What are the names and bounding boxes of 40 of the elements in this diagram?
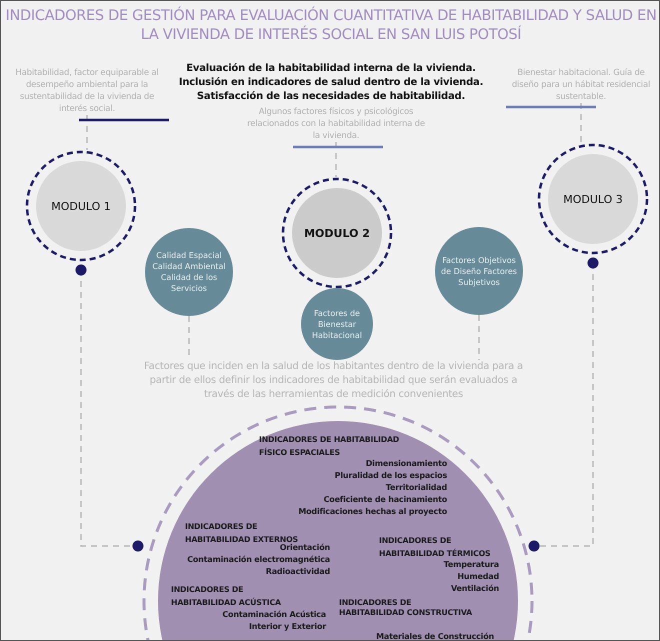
factor-text: Factores Objetivos de Diseño Factores Subjetivos <box>440 254 518 288</box>
statement-text: Evaluación de la habitabilidad interna de la vivienda. <box>185 63 477 74</box>
dotted-connector <box>76 264 144 552</box>
module-circle <box>25 150 137 262</box>
annotation-text: Factores que inciden en la salud de los habitantes dentro de la vivienda para a partir de ellos definir los indicadores de habitabilidad que serán evaluados a través de las herramientas de medición convenientes <box>141 360 526 402</box>
indicator-item: Interior y Exterior <box>248 621 326 632</box>
module-label: MODULO 2 <box>304 226 370 240</box>
factor-text: Calidad Espacial Calidad Ambiental Calidad de los Servicios <box>151 250 227 294</box>
factor-circle <box>145 228 233 316</box>
annotation-text: Algunos factores físicos y psicológicos relacionados con la habitabilidad interna de la vivienda. <box>246 106 426 142</box>
dotted-connector <box>528 258 598 552</box>
module-circle <box>537 143 649 255</box>
indicator-item: Pluralidad de los espacios <box>334 470 447 481</box>
connector-line <box>335 142 337 177</box>
indicator-item: Materiales de Construcción <box>376 631 494 640</box>
module-circle <box>281 177 393 289</box>
title: INDICADORES DE GESTIÓN PARA EVALUACIÓN CUANTITATIVA DE HABITABILIDAD Y SALUD EN LA VIVIENDA DE INTERÉS SOCIAL EN SAN LUIS POTOSÍ <box>5 7 657 45</box>
indicator-item: Modificaciones hechas al proyecto <box>298 506 447 517</box>
indicator-item: Contaminación Acústica <box>222 609 326 620</box>
indicator-item: Dimensionamiento <box>366 458 447 469</box>
indicator-item: Orientación <box>280 542 330 553</box>
module-label: MODULO 3 <box>563 192 623 206</box>
statement-text: Satisfacción de las necesidades de habitabilidad. <box>196 91 466 102</box>
factor-circle <box>301 288 373 360</box>
factor-circle <box>435 227 523 315</box>
factor-text: Factores de Bienestar Habitacional <box>311 308 363 340</box>
connector-line <box>478 315 480 360</box>
indicator-item: Coeficiente de hacinamiento <box>324 494 447 505</box>
module-label: MODULO 1 <box>51 200 111 212</box>
indicator-item: Radioactividad <box>266 566 330 577</box>
indicator-item: Temperatura <box>444 559 499 570</box>
annotation-text: Habitabilidad, factor equiparable al desempeño ambiental para la sustentabilidad de la vivienda de interés social. <box>7 67 167 115</box>
statement-text: Inclusión en indicadores de salud dentro de la vivienda. <box>178 77 484 88</box>
indicator-item: Humedad <box>457 571 499 582</box>
indicator-item: Territorialidad <box>386 482 447 493</box>
connector-line <box>580 103 582 143</box>
connector-line <box>86 115 88 150</box>
indicator-item: Contaminación electromagnética <box>187 554 330 565</box>
indicator-item: Ventilación <box>450 583 499 594</box>
annotation-text: Bienestar habitacional. Guía de diseño para un hábitat residencial sustentable. <box>506 67 656 103</box>
